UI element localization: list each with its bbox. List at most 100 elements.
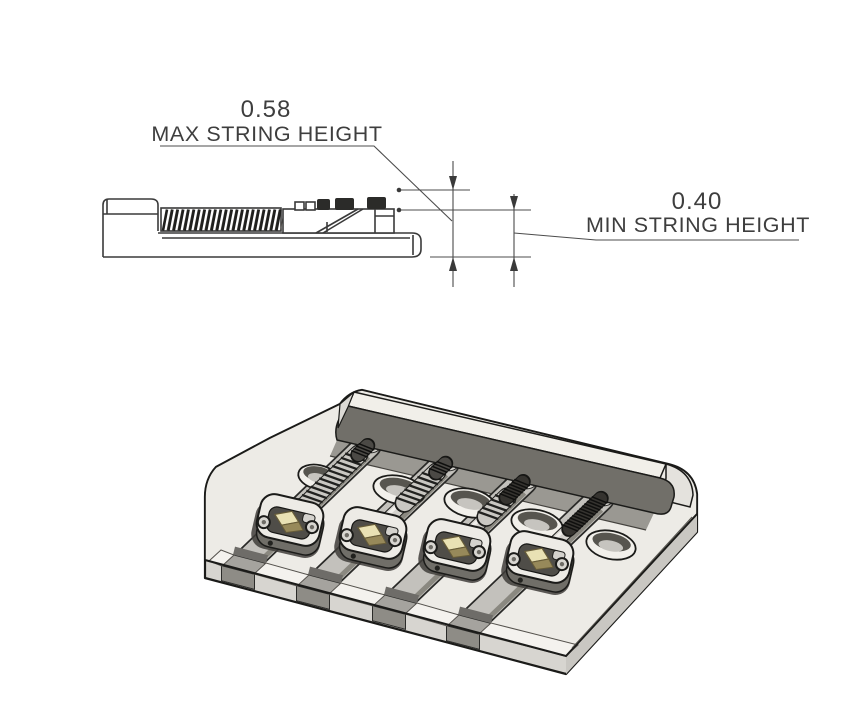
screw-thread bbox=[566, 519, 584, 528]
spring-coil-stroke bbox=[253, 209, 261, 231]
spring-coil-loop bbox=[481, 506, 504, 516]
spring-coil-stroke bbox=[194, 209, 201, 231]
spring-coil-stroke bbox=[204, 209, 212, 231]
screw-thread bbox=[358, 442, 375, 451]
brass-insert-side bbox=[447, 546, 471, 558]
front-ledge-block bbox=[404, 602, 460, 627]
saddle-anchor-dot bbox=[517, 577, 523, 583]
screw-thread bbox=[350, 449, 368, 458]
arrowhead bbox=[449, 257, 457, 271]
screw-thread bbox=[504, 488, 521, 496]
spring-coil-stroke bbox=[242, 209, 250, 231]
side-view-lock-screw bbox=[317, 199, 330, 210]
brass-insert-side bbox=[280, 521, 304, 533]
screw-thread bbox=[571, 514, 589, 523]
screw-thread bbox=[436, 460, 453, 469]
screw-thread bbox=[589, 498, 606, 507]
screw-thread bbox=[509, 483, 526, 492]
saddle-anchor-dot bbox=[267, 540, 273, 546]
string-slot-back-face bbox=[308, 566, 344, 584]
spring-coil-stroke bbox=[183, 209, 190, 231]
screw-thread bbox=[562, 524, 579, 532]
max-string-reference-point bbox=[396, 187, 402, 193]
dimension-value-max: 0.58 bbox=[241, 96, 292, 123]
spring-coil-loop bbox=[327, 468, 349, 479]
screw-thread bbox=[355, 445, 373, 453]
screw-thread bbox=[574, 512, 591, 521]
screw-thread bbox=[513, 478, 531, 487]
side-view-base-plate bbox=[103, 232, 422, 258]
screw-segment bbox=[351, 439, 374, 461]
side-view-spring-coils bbox=[161, 209, 286, 231]
height-set-screw-socket bbox=[309, 524, 315, 530]
screw-thread bbox=[511, 481, 528, 489]
spring-coil-loop bbox=[314, 481, 337, 491]
spring-coil-stroke bbox=[199, 209, 207, 231]
spring-coil-stroke bbox=[258, 209, 266, 231]
saddle bbox=[334, 506, 408, 572]
spring-coil-stroke bbox=[226, 209, 234, 231]
screw-thread bbox=[353, 447, 370, 456]
leader-line-max bbox=[160, 145, 453, 222]
string-slot-back-face bbox=[458, 606, 494, 624]
leader-line-min bbox=[513, 232, 799, 241]
spring-coil-stroke bbox=[210, 209, 217, 231]
front-ledge-block bbox=[252, 562, 311, 587]
height-set-screw-socket bbox=[559, 561, 565, 567]
brass-insert-side bbox=[363, 534, 387, 546]
spring-coil-loop bbox=[485, 502, 508, 512]
spring-coil-stroke bbox=[177, 209, 185, 231]
screw-thread bbox=[581, 505, 598, 514]
spring-coil-loop bbox=[404, 488, 426, 498]
arrowhead bbox=[510, 257, 518, 271]
screw-thread bbox=[433, 463, 451, 471]
string-slot-back-face bbox=[233, 546, 269, 564]
height-set-screw-socket bbox=[476, 549, 482, 555]
spring-coil-loop bbox=[323, 473, 345, 483]
side-view-base-chamfer bbox=[162, 235, 414, 255]
spring-coil-stroke bbox=[264, 209, 271, 231]
screw-thread bbox=[499, 492, 516, 501]
string-slot-front-face bbox=[446, 625, 480, 650]
side-view-lock-screw bbox=[335, 198, 354, 210]
screw-thread bbox=[584, 503, 601, 511]
bridge-right-face bbox=[566, 514, 697, 674]
screw-thread bbox=[576, 510, 594, 518]
string-slot-back-face bbox=[384, 586, 420, 604]
screw-thread bbox=[564, 521, 581, 530]
spring-coil-loop bbox=[305, 489, 328, 500]
side-view-saddle-ramp bbox=[315, 208, 394, 234]
mounting-hole-bore bbox=[524, 519, 550, 531]
saddle bbox=[501, 530, 575, 596]
height-set-screw-socket bbox=[511, 556, 517, 562]
screw-thread bbox=[428, 467, 446, 476]
screw-thread bbox=[586, 500, 603, 509]
front-edge bbox=[204, 513, 698, 658]
saddle bbox=[251, 493, 325, 559]
spring-coil-loop bbox=[301, 493, 324, 504]
screw-thread bbox=[569, 517, 586, 525]
height-set-screw-socket bbox=[428, 544, 434, 550]
screw-thread bbox=[501, 490, 519, 499]
spring-coil-loop bbox=[310, 485, 332, 496]
spring-coil-stroke bbox=[172, 209, 180, 231]
saddle-anchor-dot bbox=[350, 553, 356, 559]
side-view-clamp-tooth bbox=[294, 201, 305, 211]
brass-insert-side bbox=[530, 558, 554, 570]
isometric-view bbox=[203, 388, 699, 676]
spring-coil-stroke bbox=[215, 209, 223, 231]
string-slot-front-face bbox=[221, 565, 255, 590]
spring-coil-stroke bbox=[167, 209, 174, 231]
spring-coil-loop bbox=[399, 492, 422, 502]
side-view-lock-screw bbox=[367, 197, 386, 209]
mounting-hole-bore bbox=[457, 498, 483, 510]
spring-coil-stroke bbox=[221, 209, 228, 231]
height-set-screw-socket bbox=[392, 537, 398, 543]
back-wall-left-cap bbox=[337, 391, 355, 429]
spring-coil-stroke bbox=[269, 209, 277, 231]
height-set-screw-socket bbox=[261, 519, 267, 525]
front-ledge-block bbox=[327, 582, 387, 607]
side-view-clamp-tooth bbox=[305, 201, 316, 211]
